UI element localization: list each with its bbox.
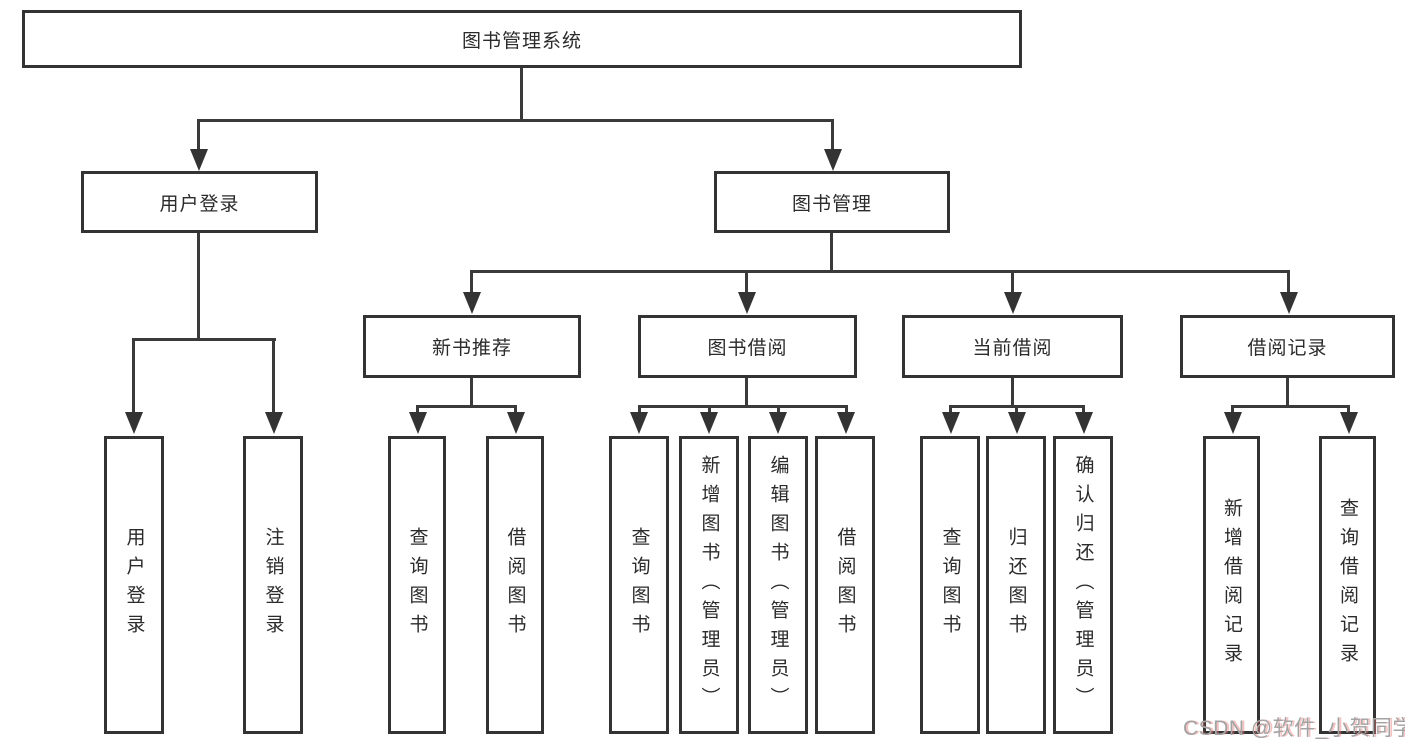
- connector-vline: [272, 338, 275, 412]
- arrowhead-down-icon: [1280, 292, 1298, 314]
- arrowhead-down-icon: [265, 412, 283, 434]
- connector-vline: [745, 270, 748, 293]
- node-book-borrow-label: 图书借阅: [707, 338, 788, 359]
- connector-vline: [1011, 270, 1014, 293]
- node-root: 图书管理系统: [22, 10, 1022, 68]
- leaf-newbook-query-label: 查询图书: [406, 527, 428, 643]
- leaf-borrow-query: 查询图书: [609, 436, 669, 734]
- leaf-borrow-edit-label: 编辑图书（管理员）: [767, 454, 789, 716]
- connector-vline: [777, 405, 780, 413]
- connector-vline: [132, 338, 135, 412]
- arrowhead-down-icon: [1004, 292, 1022, 314]
- leaf-user-login: 用户登录: [104, 436, 164, 734]
- arrowhead-down-icon: [630, 412, 648, 434]
- arrowhead-down-icon: [507, 412, 525, 434]
- connector-vline: [1286, 378, 1289, 405]
- connector-hline: [197, 119, 834, 122]
- arrowhead-down-icon: [1340, 412, 1358, 434]
- connector-vline: [197, 233, 200, 338]
- leaf-logout: 注销登录: [243, 436, 303, 734]
- arrowhead-down-icon: [1075, 412, 1093, 434]
- node-current-borrow: 当前借阅: [902, 315, 1123, 378]
- node-new-book: 新书推荐: [363, 315, 581, 378]
- arrowhead-down-icon: [942, 412, 960, 434]
- connector-hline: [132, 338, 276, 341]
- connector-vline: [638, 405, 641, 413]
- connector-vline: [708, 405, 711, 413]
- connector-vline: [470, 270, 473, 293]
- leaf-borrow-query-label: 查询图书: [628, 527, 650, 643]
- arrowhead-down-icon: [463, 292, 481, 314]
- connector-vline: [949, 405, 952, 413]
- arrowhead-down-icon: [769, 412, 787, 434]
- arrowhead-down-icon: [837, 412, 855, 434]
- node-borrow-record-label: 借阅记录: [1247, 338, 1328, 359]
- connector-hline: [470, 270, 1290, 273]
- arrowhead-down-icon: [700, 412, 718, 434]
- arrowhead-down-icon: [738, 292, 756, 314]
- connector-vline: [520, 68, 523, 120]
- leaf-record-query: 查询借阅记录: [1319, 436, 1376, 734]
- node-user-login-label: 用户登录: [159, 193, 240, 215]
- leaf-record-add: 新增借阅记录: [1203, 436, 1260, 734]
- csdn-watermark: CSDN @软件_小贺同学: [1183, 717, 1405, 740]
- leaf-current-query-label: 查询图书: [939, 527, 961, 643]
- connector-vline: [1082, 405, 1085, 413]
- leaf-borrow-add: 新增图书（管理员）: [679, 436, 739, 734]
- leaf-borrow-book: 借阅图书: [815, 436, 875, 734]
- leaf-borrow-add-label: 新增图书（管理员）: [698, 454, 720, 716]
- arrowhead-down-icon: [1008, 412, 1026, 434]
- connector-vline: [845, 405, 848, 413]
- connector-vline: [416, 405, 419, 413]
- node-new-book-label: 新书推荐: [431, 338, 512, 359]
- leaf-newbook-borrow-label: 借阅图书: [504, 527, 526, 643]
- leaf-current-confirm-label: 确认归还（管理员）: [1072, 454, 1094, 716]
- arrowhead-down-icon: [125, 412, 143, 434]
- connector-hline: [1231, 405, 1350, 408]
- connector-vline: [1231, 405, 1234, 413]
- leaf-user-login-label: 用户登录: [123, 527, 145, 643]
- connector-vline: [745, 378, 748, 405]
- leaf-current-confirm: 确认归还（管理员）: [1053, 436, 1113, 734]
- node-book-mgmt: 图书管理: [714, 171, 950, 233]
- connector-vline: [1015, 405, 1018, 413]
- leaf-newbook-query: 查询图书: [388, 436, 446, 734]
- connector-hline: [638, 405, 848, 408]
- node-root-label: 图书管理系统: [461, 30, 582, 52]
- arrowhead-down-icon: [409, 412, 427, 434]
- node-book-borrow: 图书借阅: [638, 315, 857, 378]
- connector-vline: [830, 233, 833, 271]
- connector-vline: [1347, 405, 1350, 413]
- arrowhead-down-icon: [190, 149, 208, 171]
- arrowhead-down-icon: [824, 149, 842, 171]
- connector-vline: [197, 119, 200, 150]
- leaf-current-query: 查询图书: [920, 436, 980, 734]
- connector-vline: [1287, 270, 1290, 293]
- leaf-newbook-borrow: 借阅图书: [486, 436, 544, 734]
- arrowhead-down-icon: [1224, 412, 1242, 434]
- node-borrow-record: 借阅记录: [1180, 315, 1395, 378]
- leaf-record-add-label: 新增借阅记录: [1221, 498, 1242, 672]
- connector-vline: [1011, 378, 1014, 405]
- connector-vline: [514, 405, 517, 413]
- node-user-login: 用户登录: [81, 171, 318, 233]
- leaf-borrow-book-label: 借阅图书: [834, 527, 856, 643]
- node-current-borrow-label: 当前借阅: [972, 338, 1053, 359]
- connector-hline: [416, 405, 517, 408]
- node-book-mgmt-label: 图书管理: [791, 193, 872, 215]
- leaf-record-query-label: 查询借阅记录: [1337, 498, 1358, 672]
- leaf-logout-label: 注销登录: [262, 527, 284, 643]
- leaf-borrow-edit: 编辑图书（管理员）: [748, 436, 808, 734]
- leaf-current-return: 归还图书: [986, 436, 1046, 734]
- connector-vline: [831, 119, 834, 150]
- leaf-current-return-label: 归还图书: [1005, 527, 1027, 643]
- connector-vline: [470, 378, 473, 405]
